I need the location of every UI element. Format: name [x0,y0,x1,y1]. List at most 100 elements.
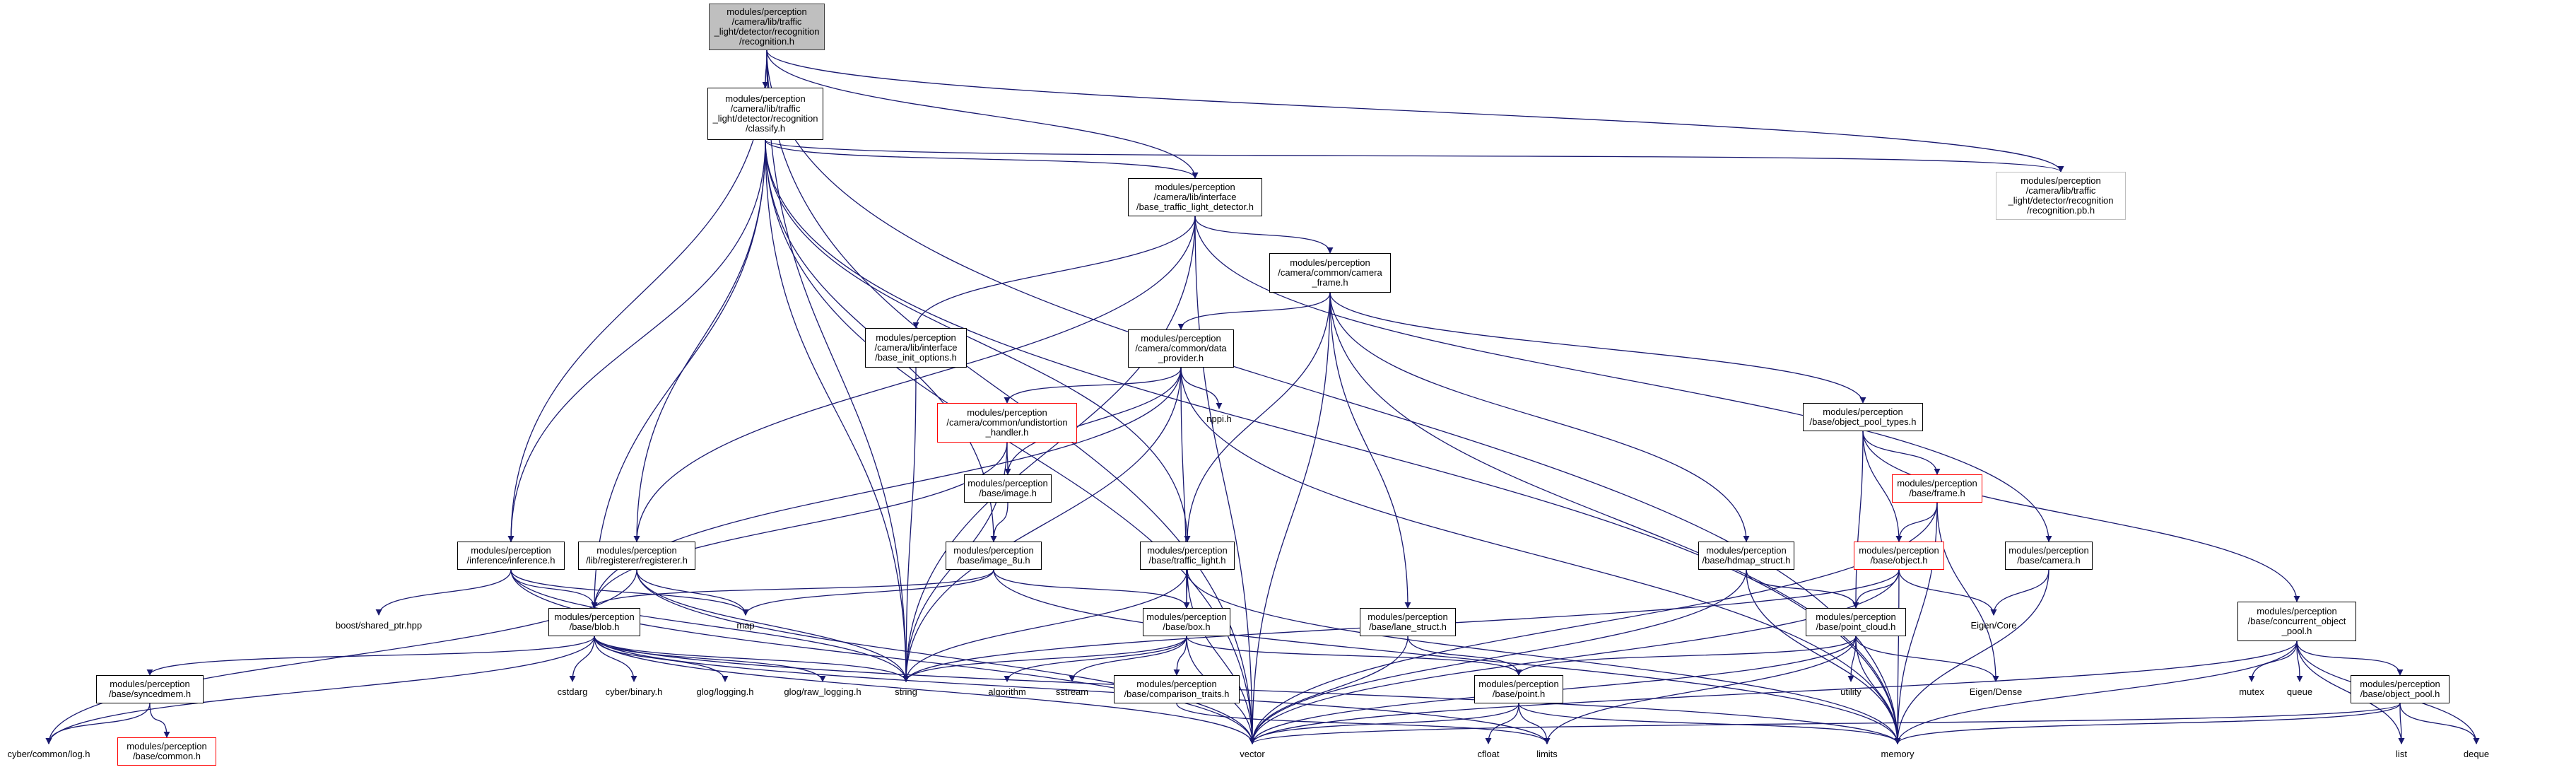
node-concurrent-object-pool-h[interactable]: modules/perception/base/concurrent_objec… [2237,602,2356,641]
edge-object-pool-types-h-to-frame-h [1862,431,1941,475]
node-registerer-h[interactable]: modules/perception/lib/registerer/regist… [578,542,695,570]
node-box-h[interactable]: modules/perception/base/box.h [1143,608,1230,636]
node-frame-h[interactable]: modules/perception/base/frame.h [1892,474,1982,503]
edge-syncedmem-h-to-cyber-common-log-h [45,703,151,744]
node-queue[interactable]: queue [2281,682,2318,703]
edge-classify-h-to-memory [765,139,1901,744]
node-inference-h[interactable]: modules/perception/inference/inference.h [457,542,565,570]
node-hdmap-struct-h[interactable]: modules/perception/base/hdmap_struct.h [1698,542,1794,570]
node-label-line: modules/perception [1136,679,1217,689]
node-label-line: /camera/lib/interface [874,342,958,353]
node-object-pool-types-h[interactable]: modules/perception/base/object_pool_type… [1803,403,1923,431]
node-label-line: /camera/lib/interface [1153,192,1237,202]
node-base-init-options-h[interactable]: modules/perception/camera/lib/interface/… [865,328,967,368]
node-label-line: _light/detector/recognition [712,113,818,124]
node-label-line: _frame.h [1312,277,1348,288]
node-label-line: algorithm [988,686,1026,697]
node-cyber-binary-h[interactable]: cyber/binary.h [599,682,669,703]
edge-recognition-h-to-base-traffic-light-detector-h [766,49,1199,179]
node-glog-logging-h[interactable]: glog/logging.h [688,682,762,703]
node-mutex[interactable]: mutex [2233,682,2270,703]
node-cyber-common-log-h[interactable]: cyber/common/log.h [3,744,95,765]
node-undistortion-handler-h[interactable]: modules/perception/camera/common/undisto… [937,403,1077,443]
node-camera-frame-h[interactable]: modules/perception/camera/common/camera_… [1269,253,1391,293]
node-label-line: modules/perception [1706,545,1787,556]
edge-base-traffic-light-detector-h-to-base-init-options-h [912,216,1196,329]
edge-point-h-to-limits [1518,703,1551,744]
node-sstream[interactable]: sstream [1050,682,1094,703]
edge-classify-h-to-blob-h [591,139,766,609]
node-base-common-h[interactable]: modules/perception/base/common.h [117,737,216,766]
edge-camera-h-to-memory [1894,569,2049,744]
edge-inference-h-to-boost-shared-ptr [375,569,512,616]
node-label-line: /inference/inference.h [466,555,555,566]
edge-frame-h-to-eigen-dense [1936,502,1999,682]
edge-image-8u-h-to-memory [993,569,1901,744]
node-label-line: modules/perception [876,332,956,343]
edge-object-h-to-memory [1894,569,1901,744]
edge-box-h-to-string [902,636,1187,682]
edge-concurrent-object-pool-h-to-list [2296,641,2405,744]
node-recognition-pb-h[interactable]: modules/perception/camera/lib/traffic_li… [1996,172,2126,220]
node-image-h[interactable]: modules/perception/base/image.h [964,474,1052,503]
node-cfloat[interactable]: cfloat [1470,744,1507,765]
node-point-h[interactable]: modules/perception/base/point.h [1474,675,1563,703]
node-label-line: /camera/common/camera [1278,267,1382,278]
node-label-line: modules/perception [1816,612,1896,622]
node-label-line: nppi.h [1206,414,1232,424]
node-object-pool-h[interactable]: modules/perception/base/object_pool.h [2351,675,2449,703]
node-utility[interactable]: utility [1832,682,1870,703]
edge-box-h-to-algorithm [1004,636,1187,682]
edge-image-8u-h-to-map [742,569,994,616]
node-label-line: glog/logging.h [696,686,754,697]
edge-blob-h-to-cstdarg [569,636,595,682]
edge-recognition-h-to-inference-h [507,49,767,542]
node-traffic-light-h[interactable]: modules/perception/base/traffic_light.h [1140,542,1235,570]
node-classify-h[interactable]: modules/perception/camera/lib/traffic_li… [707,88,823,140]
node-label-line: cfloat [1477,749,1500,759]
edge-inference-h-to-string [510,569,910,682]
edge-recognition-h-to-memory [766,49,1901,744]
node-list[interactable]: list [2387,744,2416,765]
node-eigen-dense[interactable]: Eigen/Dense [1960,682,2031,703]
edge-object-pool-types-h-to-object-h [1862,431,1902,542]
node-label-line: list [2396,749,2407,759]
node-point-cloud-h[interactable]: modules/perception/base/point_cloud.h [1806,608,1906,636]
node-map[interactable]: map [728,615,763,636]
node-label-line: deque [2463,749,2490,759]
node-comparison-traits-h[interactable]: modules/perception/base/comparison_trait… [1114,675,1240,703]
node-deque[interactable]: deque [2457,744,2496,765]
node-object-h[interactable]: modules/perception/base/object.h [1854,542,1944,570]
node-vector[interactable]: vector [1233,744,1272,765]
node-base-traffic-light-detector-h[interactable]: modules/perception/camera/lib/interface/… [1128,178,1262,216]
node-label-line: /base/point_cloud.h [1816,621,1896,632]
edge-camera-h-to-eigen-core [1990,569,2049,616]
node-data-provider-h[interactable]: modules/perception/camera/common/data_pr… [1128,329,1234,368]
edge-point-cloud-h-to-point-h [1515,636,1857,676]
node-cstdarg[interactable]: cstdarg [551,682,594,703]
node-glog-raw-logging-h[interactable]: glog/raw_logging.h [779,682,866,703]
edge-image-8u-h-to-blob-h [591,569,994,609]
edge-blob-h-to-glog-raw-logging-h [594,636,826,682]
node-string[interactable]: string [886,682,926,703]
edge-camera-frame-h-to-hdmap-struct-h [1329,292,1750,542]
node-image-8u-h[interactable]: modules/perception/base/image_8u.h [946,542,1042,570]
edge-classify-h-to-base-traffic-light-detector-h [765,139,1199,179]
node-label-line: /camera/lib/traffic [731,16,802,27]
node-boost-shared-ptr[interactable]: boost/shared_ptr.hpp [329,615,428,636]
node-eigen-core[interactable]: Eigen/Core [1960,615,2027,636]
node-lane-struct-h[interactable]: modules/perception/base/lane_struct.h [1360,608,1456,636]
node-syncedmem-h[interactable]: modules/perception/base/syncedmem.h [96,675,204,703]
edge-data-provider-h-to-string [902,367,1182,682]
node-memory[interactable]: memory [1873,744,1922,765]
node-limits[interactable]: limits [1528,744,1566,765]
edge-camera-frame-h-to-lane-struct-h [1329,292,1411,609]
node-blob-h[interactable]: modules/perception/base/blob.h [548,608,640,636]
edge-lane-struct-h-to-vector [1249,636,1408,744]
node-recognition-h[interactable]: modules/perception/camera/lib/traffic_li… [709,4,825,50]
node-nppi-h[interactable]: nppi.h [1204,409,1235,430]
node-camera-h[interactable]: modules/perception/base/camera.h [2005,542,2093,570]
node-label-line: _pool.h [2281,626,2312,636]
edge-object-h-to-eigen-core [1898,569,1997,616]
node-algorithm[interactable]: algorithm [982,682,1032,703]
